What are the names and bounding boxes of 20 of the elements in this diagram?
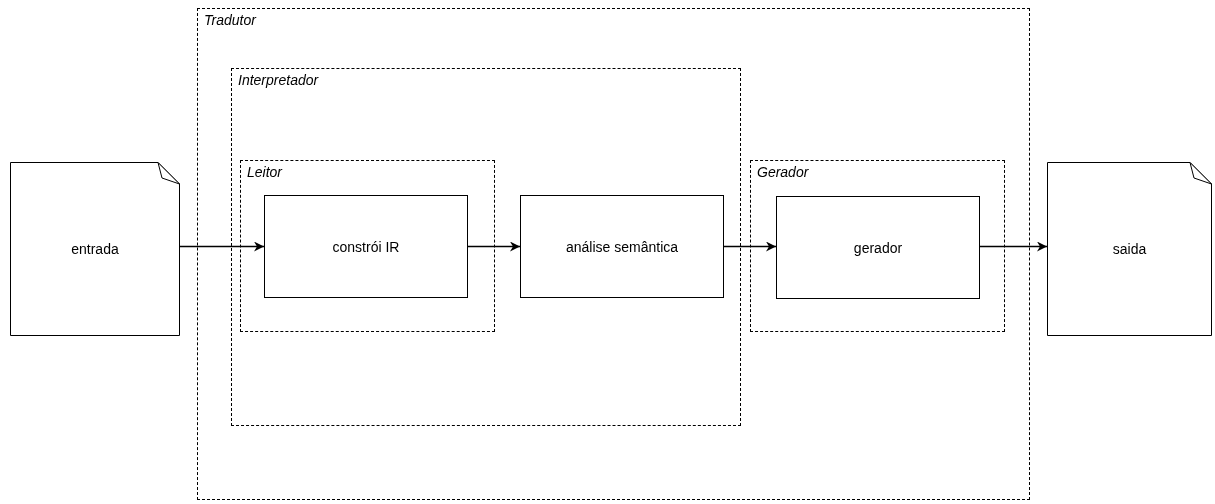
node-label: gerador <box>853 239 903 256</box>
process-box <box>264 195 468 298</box>
group-title: Leitor <box>247 164 283 180</box>
group-title: Tradutor <box>204 12 256 28</box>
arrow <box>179 241 265 252</box>
group-container <box>240 160 495 332</box>
group-title: Gerador <box>757 164 809 180</box>
arrow <box>979 241 1048 252</box>
arrow <box>467 241 521 252</box>
group-container <box>197 8 1030 500</box>
process-box <box>520 195 724 298</box>
node-label: constrói IR <box>332 238 400 255</box>
node-label: análise semântica <box>565 238 679 255</box>
arrow <box>723 241 777 252</box>
group-container <box>231 68 741 426</box>
node-label: saida <box>1112 241 1147 257</box>
group-title: Interpretador <box>238 72 319 88</box>
node-label: entrada <box>71 241 119 257</box>
group-container <box>750 160 1005 332</box>
process-box <box>776 196 980 299</box>
